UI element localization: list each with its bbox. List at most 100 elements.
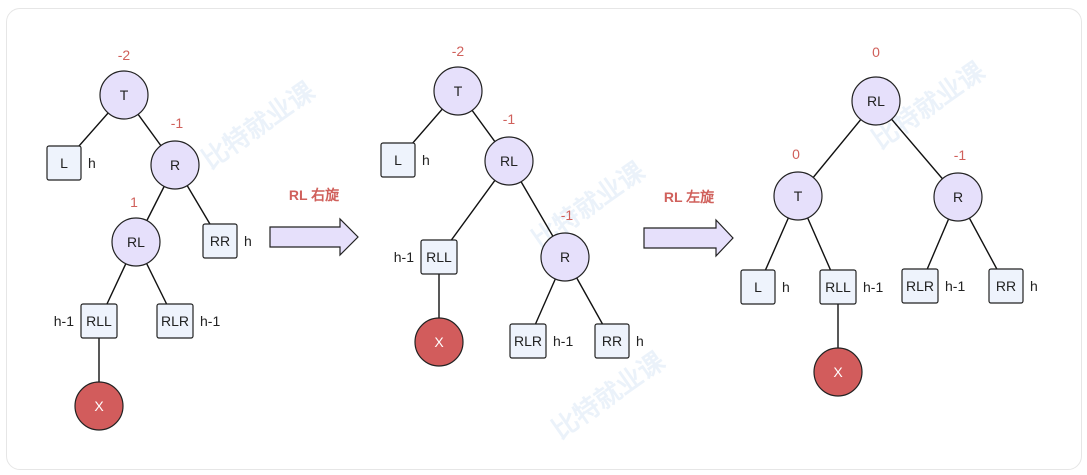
- subtree-box: [988, 268, 1024, 304]
- node-rlr: RLR h-1: [901, 268, 965, 304]
- node-label: RLR: [514, 333, 542, 349]
- balance-factor: -1: [561, 207, 574, 223]
- node-rll: RLL h-1: [819, 269, 883, 305]
- subtree-box: [420, 239, 458, 275]
- node-label: RR: [210, 233, 230, 249]
- watermark-text: 比特就业课: [546, 345, 671, 445]
- height-label: h-1: [200, 313, 220, 329]
- balance-factor: -2: [118, 47, 131, 63]
- node-r: R-1: [150, 115, 200, 190]
- height-label: h: [782, 279, 790, 295]
- node-label: RR: [996, 278, 1016, 294]
- step-label-1: RL 右旋: [289, 187, 340, 203]
- watermark-text: 比特就业课: [526, 155, 651, 255]
- tree-node-circle: [933, 172, 983, 222]
- node-rll: RLL h-1: [54, 303, 118, 339]
- height-label: h: [88, 155, 96, 171]
- node-t: T -2: [99, 47, 149, 120]
- node-label: RL: [127, 234, 145, 250]
- balance-factor: -1: [503, 111, 516, 127]
- height-label: h: [636, 333, 644, 349]
- node-r: R -1: [540, 207, 590, 282]
- node-label: RLL: [86, 313, 112, 329]
- right-arrow-icon: [269, 217, 359, 257]
- tree-node-circle: [540, 232, 590, 282]
- height-label: h-1: [394, 249, 414, 265]
- node-rlr: RLR h-1: [509, 323, 573, 359]
- node-rll: RLL h-1: [394, 239, 458, 275]
- subtree-box: [509, 323, 547, 359]
- node-label: T: [120, 87, 129, 103]
- inserted-node-circle: [74, 381, 124, 431]
- height-label: h-1: [553, 333, 573, 349]
- balance-factor: 0: [872, 44, 880, 60]
- node-label: RLR: [161, 313, 189, 329]
- node-rr: RR h: [988, 268, 1038, 304]
- node-rr: RR h: [594, 323, 644, 359]
- step-label-2: RL 左旋: [664, 189, 715, 205]
- height-label: h-1: [54, 313, 74, 329]
- subtree-box: [202, 223, 238, 259]
- node-label: RR: [602, 333, 622, 349]
- height-label: h-1: [945, 278, 965, 294]
- subtree-box: [901, 268, 939, 304]
- height-label: h: [1030, 278, 1038, 294]
- subtree-box: [380, 142, 416, 178]
- tree-node-circle: [851, 76, 901, 126]
- diagram-frame: [6, 8, 1082, 470]
- node-label: L: [754, 279, 762, 295]
- node-r: R -1: [933, 147, 983, 222]
- balance-factor: -1: [954, 147, 967, 163]
- node-t: T -2: [433, 43, 483, 116]
- inserted-node-circle: [414, 317, 464, 367]
- node-label: R: [170, 157, 180, 173]
- node-label: R: [560, 249, 570, 265]
- inserted-node-circle: [813, 347, 863, 397]
- node-label: X: [434, 334, 444, 350]
- node-x: X: [813, 347, 863, 397]
- height-label: h: [422, 152, 430, 168]
- node-label: L: [60, 155, 68, 171]
- subtree-box: [740, 269, 776, 305]
- node-label: RLL: [825, 279, 851, 295]
- node-label: T: [454, 83, 463, 99]
- node-label: RL: [500, 153, 518, 169]
- node-label: RLL: [426, 249, 452, 265]
- tree-node-circle: [773, 171, 823, 221]
- balance-factor: -2: [452, 43, 465, 59]
- node-t: T0: [773, 146, 823, 221]
- node-rlr: RLR h-1: [156, 303, 220, 339]
- balance-factor: 1: [130, 194, 138, 210]
- node-rr: RR h: [202, 223, 252, 259]
- tree-node-circle: [99, 70, 149, 120]
- node-rl: RL 1: [111, 194, 161, 267]
- watermark-text: 比特就业课: [196, 75, 321, 175]
- node-label: X: [833, 364, 843, 380]
- subtree-box: [594, 323, 630, 359]
- subtree-box: [80, 303, 118, 339]
- node-label: RLR: [906, 278, 934, 294]
- balance-factor: 0: [792, 146, 800, 162]
- tree-node-circle: [111, 217, 161, 267]
- node-label: R: [953, 189, 963, 205]
- tree-node-circle: [433, 66, 483, 116]
- step-arrow-1: RL 右旋: [269, 187, 359, 257]
- subtree-box: [819, 269, 857, 305]
- right-arrow-icon: [643, 218, 734, 258]
- height-label: h-1: [863, 279, 883, 295]
- tree-node-circle: [150, 140, 200, 190]
- node-label: T: [794, 188, 803, 204]
- node-label: X: [94, 398, 104, 414]
- node-x: X: [414, 317, 464, 367]
- step-arrow-2: RL 左旋: [643, 189, 734, 258]
- height-label: h: [244, 233, 252, 249]
- node-label: RL: [867, 93, 885, 109]
- tree-node-circle: [484, 136, 534, 186]
- subtree-box: [156, 303, 194, 339]
- node-x: X: [74, 381, 124, 431]
